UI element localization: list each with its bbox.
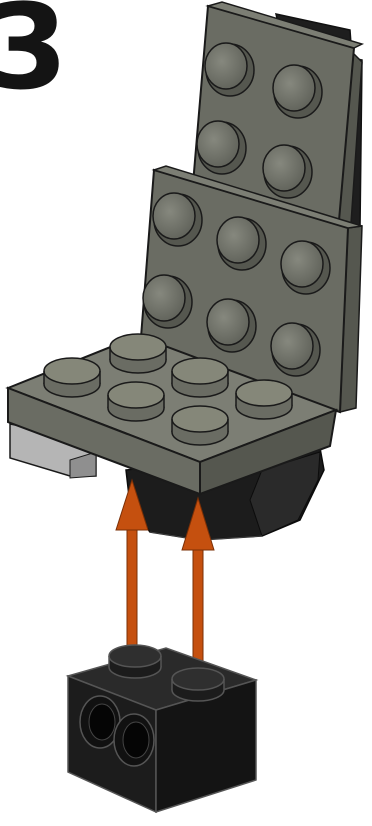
- stud: [44, 358, 100, 397]
- stud: [172, 358, 228, 397]
- stud: [172, 668, 224, 701]
- stud: [281, 241, 330, 294]
- stud: [217, 217, 266, 270]
- technic-brick-icon: [68, 645, 256, 812]
- stud: [153, 193, 202, 246]
- stud: [273, 65, 322, 118]
- stud: [172, 406, 228, 445]
- stud: [207, 299, 256, 352]
- stud: [143, 275, 192, 328]
- stud: [205, 43, 254, 96]
- stud: [108, 382, 164, 421]
- stud: [109, 645, 161, 678]
- stud: [197, 121, 246, 174]
- stud: [271, 323, 320, 376]
- technic-hole: [114, 714, 154, 766]
- stud: [110, 334, 166, 373]
- stud: [236, 380, 292, 419]
- stud: [263, 145, 312, 198]
